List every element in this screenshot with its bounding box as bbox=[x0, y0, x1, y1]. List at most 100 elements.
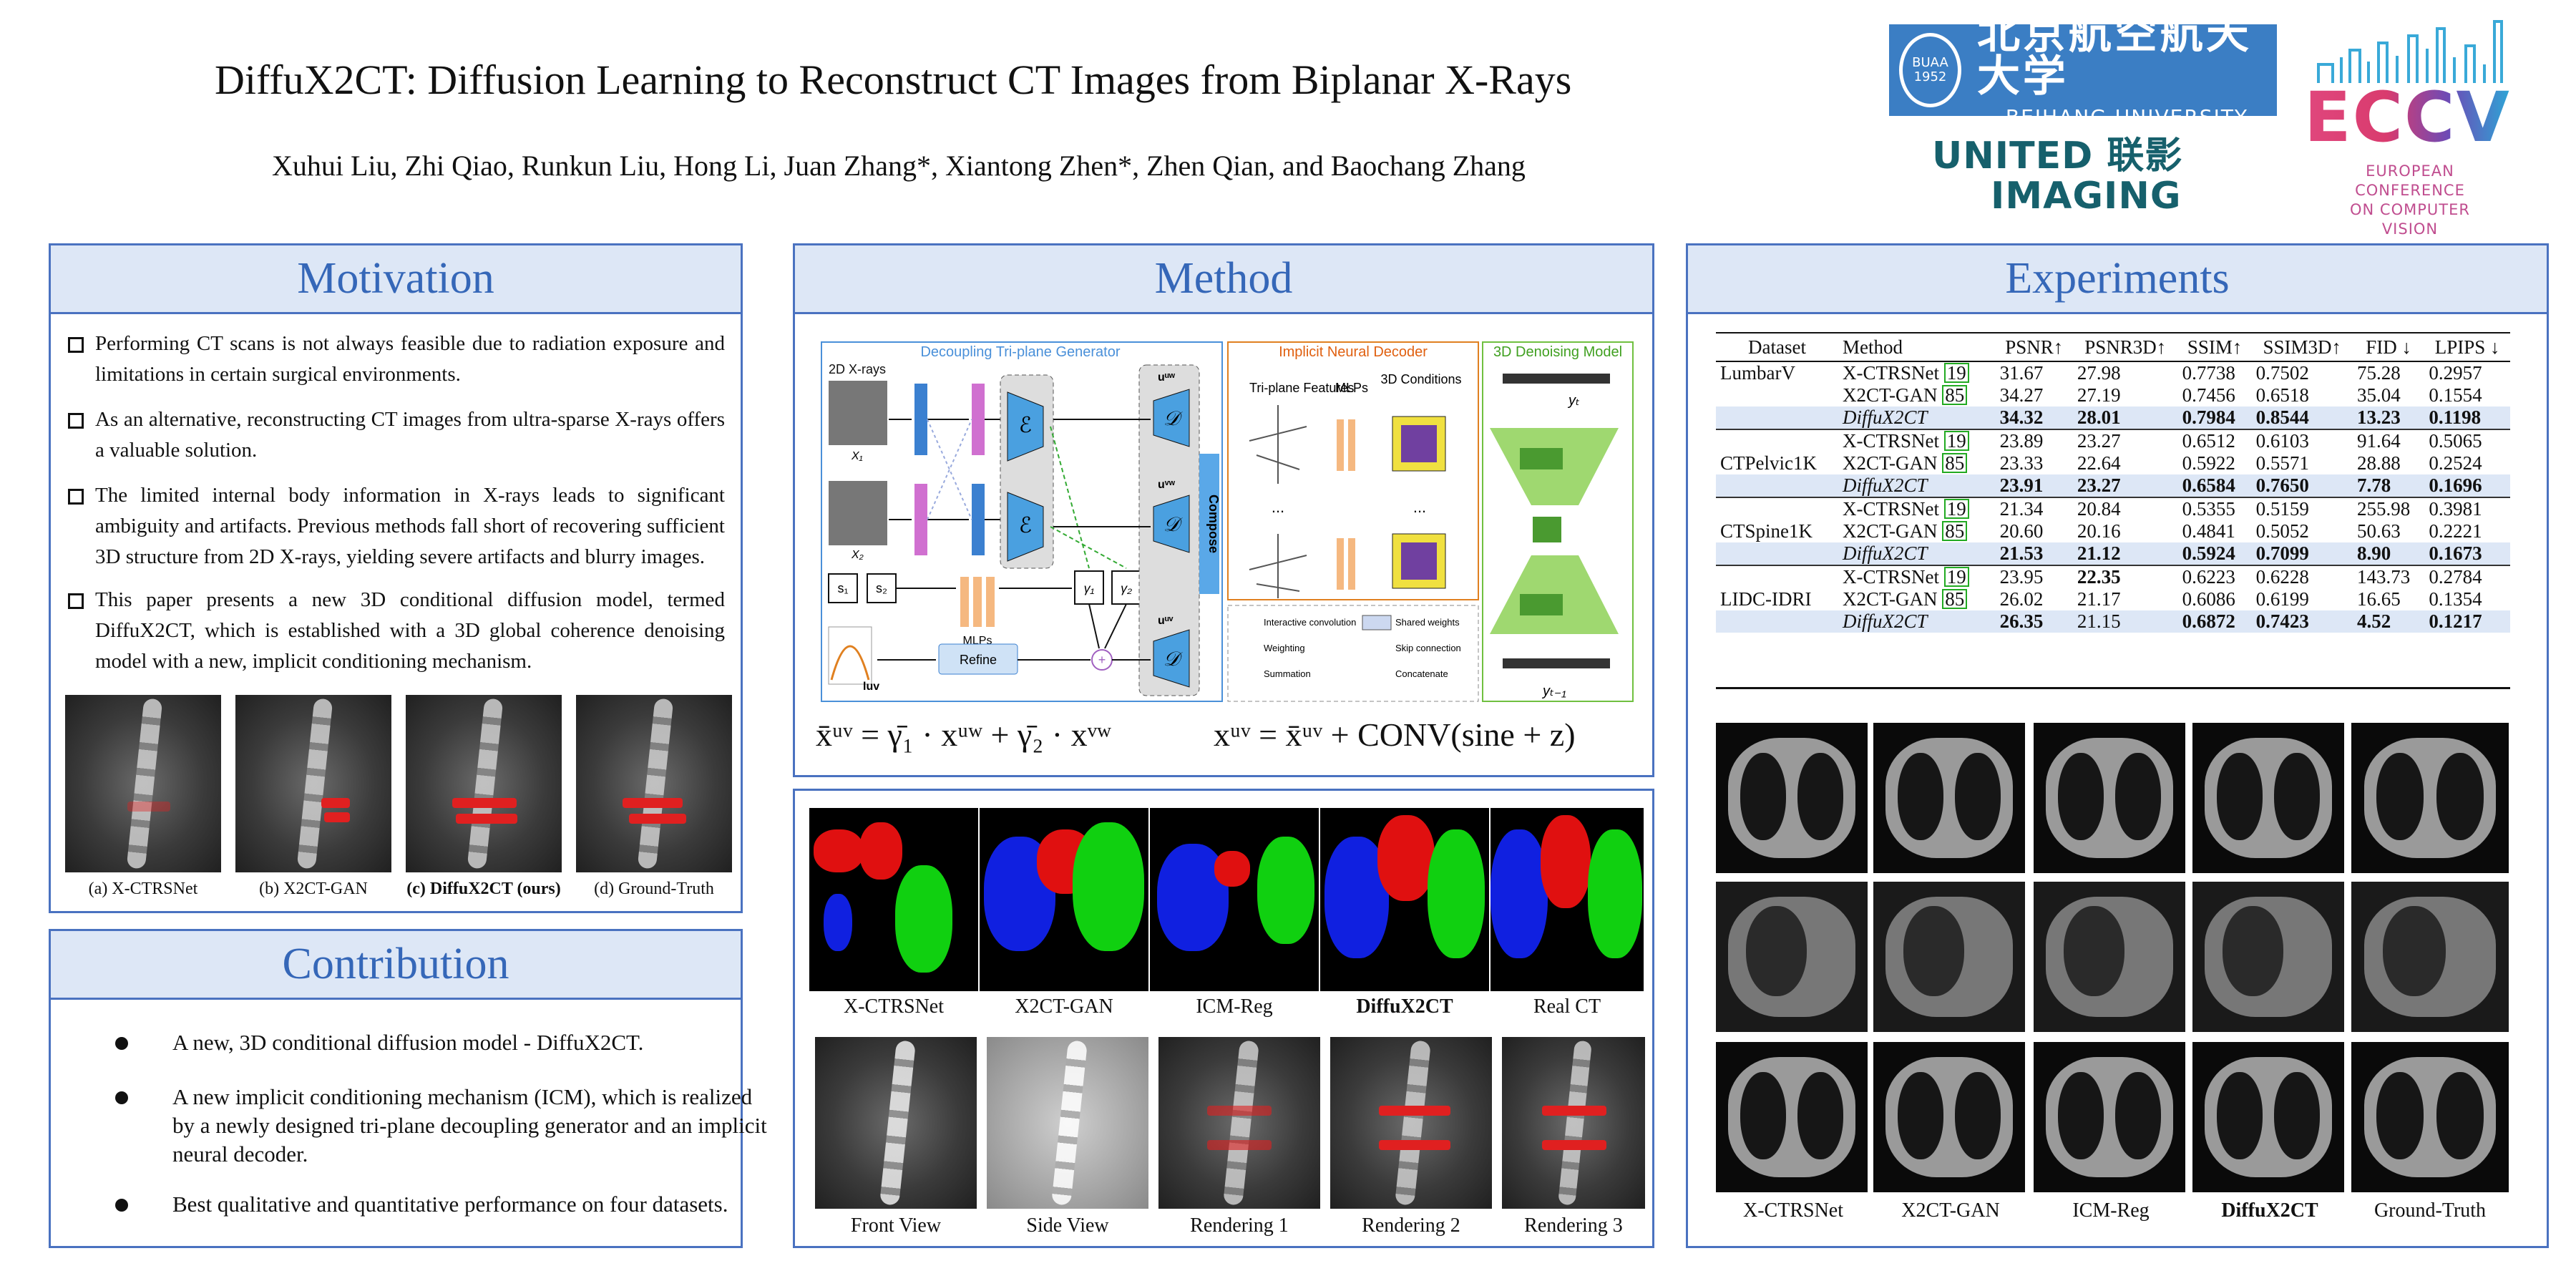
citation-ref: 19 bbox=[1943, 363, 1969, 383]
spine-rendering-3 bbox=[1502, 1037, 1645, 1209]
cell-value: 0.1554 bbox=[2429, 384, 2482, 406]
ct-caption-4: DiffuX2CT bbox=[2221, 1199, 2318, 1222]
cell-value: 0.6518 bbox=[2255, 384, 2309, 406]
cell-value: 0.5159 bbox=[2251, 497, 2353, 520]
ct-slice-tile bbox=[2034, 1042, 2185, 1192]
cell-dataset: LIDC-IDRI bbox=[1720, 588, 1812, 610]
cell-value: 0.5922 bbox=[2182, 452, 2235, 474]
cell-value: 23.89 bbox=[1995, 429, 2073, 452]
svg-text:Concatenate: Concatenate bbox=[1395, 668, 1448, 679]
col-ssim: SSIM↑ bbox=[2187, 336, 2243, 358]
svg-text:s₁: s₁ bbox=[837, 581, 848, 595]
cell-value: 8.90 bbox=[2352, 542, 2425, 565]
cell-method: X-CTRSNet 19 bbox=[1838, 565, 1996, 588]
cell-value: 28.01 bbox=[2072, 406, 2178, 429]
cell-value: 0.2524 bbox=[2429, 452, 2482, 474]
cell-value: 0.7456 bbox=[2182, 384, 2235, 406]
cell-dataset bbox=[1716, 497, 1839, 520]
cell-value: 20.16 bbox=[2077, 520, 2121, 542]
cell-value: 50.63 bbox=[2356, 520, 2401, 542]
citation-ref: 85 bbox=[1942, 453, 1968, 473]
pelvis-render-4 bbox=[1320, 808, 1489, 991]
cell-value: 0.1198 bbox=[2424, 406, 2510, 429]
svg-text:...: ... bbox=[1413, 498, 1426, 516]
svg-text:MLPs: MLPs bbox=[1335, 381, 1368, 395]
cell-value: 0.6103 bbox=[2251, 429, 2353, 452]
cell-value: 23.27 bbox=[2072, 474, 2178, 497]
ct-caption-1: X-CTRSNet bbox=[1743, 1199, 1843, 1222]
spine-rendering-1 bbox=[1158, 1037, 1320, 1209]
spine-caption-1: Front View bbox=[850, 1214, 942, 1237]
method-results-panel: X-CTRSNet X2CT-GAN ICM-Reg DiffuX2CT Rea… bbox=[793, 789, 1654, 1248]
eccv-wordmark: ECCV bbox=[2304, 77, 2511, 157]
cell-value: 35.04 bbox=[2356, 384, 2401, 406]
eccv-logo: ECCV EUROPEAN CONFERENCE ON COMPUTER VIS… bbox=[2304, 14, 2519, 238]
cell-dataset bbox=[1716, 429, 1839, 452]
ct-caption-3: ICM-Reg bbox=[2072, 1199, 2150, 1222]
cell-value: 0.6086 bbox=[2182, 588, 2235, 610]
motivation-heading: Motivation bbox=[51, 245, 741, 314]
cell-method: DiffuX2CT bbox=[1838, 542, 1996, 565]
xray-image-2 bbox=[829, 481, 887, 545]
svg-text:uᵘᵛ: uᵘᵛ bbox=[1158, 615, 1174, 627]
cell-value: 20.60 bbox=[1999, 520, 2044, 542]
cell-value: 0.5571 bbox=[2255, 452, 2309, 474]
cell-value: 0.1217 bbox=[2424, 610, 2510, 633]
cell-value: 0.1696 bbox=[2424, 474, 2510, 497]
citation-ref: 85 bbox=[1942, 385, 1968, 405]
denoise-title: 3D Denoising Model bbox=[1493, 344, 1622, 360]
cell-value: 0.6512 bbox=[2177, 429, 2252, 452]
col-ssim3d: SSIM3D↑ bbox=[2263, 336, 2342, 358]
cell-dataset bbox=[1716, 610, 1839, 633]
cell-value: 0.7099 bbox=[2251, 542, 2353, 565]
svg-text:Skip connection: Skip connection bbox=[1395, 643, 1461, 653]
svg-text:Shared weights: Shared weights bbox=[1395, 617, 1460, 628]
caption-d: (d) Ground-Truth bbox=[594, 880, 714, 898]
svg-text:Tri-plane Features: Tri-plane Features bbox=[1249, 381, 1354, 395]
motivation-bullet-2: As an alternative, reconstructing CT ima… bbox=[68, 404, 725, 466]
united-imaging-logo: UNITED 联影 IMAGING bbox=[1932, 137, 2218, 216]
svg-text:Refine: Refine bbox=[960, 653, 997, 667]
ct-slice-tile bbox=[1873, 723, 2025, 873]
results-table: Dataset Method PSNR↑ PSNR3D↑ SSIM↑ SSIM3… bbox=[1716, 332, 2510, 633]
ct-slice-tile bbox=[1716, 1042, 1868, 1192]
cell-value: 91.64 bbox=[2352, 429, 2425, 452]
cell-method: DiffuX2CT bbox=[1838, 610, 1996, 633]
equation-1: x̄ᵘᵛ = γ̄₁ · xᵘʷ + γ̄₂ · xᵛʷ bbox=[816, 716, 1111, 753]
cell-value: 21.53 bbox=[1995, 542, 2073, 565]
cell-value: 23.27 bbox=[2072, 429, 2178, 452]
svg-text:uᵛʷ: uᵛʷ bbox=[1158, 479, 1176, 491]
ct-slice-tile bbox=[2034, 882, 2185, 1032]
motivation-bullet-1: Performing CT scans is not always feasib… bbox=[68, 328, 725, 390]
cell-value: 27.19 bbox=[2077, 384, 2121, 406]
ct-slice-tile bbox=[2351, 723, 2509, 873]
svg-text:γ₂: γ₂ bbox=[1121, 581, 1132, 595]
cell-method: X2CT-GAN 85 bbox=[1838, 452, 1996, 474]
cell-value: 21.12 bbox=[2072, 542, 2178, 565]
cell-dataset bbox=[1716, 542, 1839, 565]
pelvis-render-3 bbox=[1150, 808, 1319, 991]
experiments-heading: Experiments bbox=[1688, 245, 2547, 314]
ct-slice-tile bbox=[2192, 723, 2344, 873]
cell-value: 34.32 bbox=[1995, 406, 2073, 429]
cell-dataset bbox=[1716, 565, 1839, 588]
svg-text:+: + bbox=[1098, 653, 1106, 667]
motivation-panel: Motivation Performing CT scans is not al… bbox=[49, 243, 743, 913]
method-heading: Method bbox=[795, 245, 1652, 314]
spine-side-view bbox=[987, 1037, 1148, 1209]
cell-value: 0.7984 bbox=[2177, 406, 2252, 429]
cell-method: X-CTRSNet 19 bbox=[1838, 429, 1996, 452]
contribution-bullet-3: Best qualitative and quantitative perfor… bbox=[87, 1190, 774, 1219]
eccv-subtitle: EUROPEAN CONFERENCE ON COMPUTER VISION bbox=[2350, 162, 2470, 238]
cell-value: 0.7738 bbox=[2182, 362, 2235, 384]
caption-c: (c) DiffuX2CT (ours) bbox=[406, 880, 561, 898]
spine-caption-4: Rendering 2 bbox=[1362, 1214, 1460, 1237]
cell-value: 23.33 bbox=[1999, 452, 2044, 474]
cell-value: 20.84 bbox=[2072, 497, 2178, 520]
svg-text:yₜ: yₜ bbox=[1567, 393, 1580, 409]
svg-text:X₁: X₁ bbox=[851, 450, 863, 462]
citation-ref: 19 bbox=[1943, 499, 1969, 519]
spine-front-view bbox=[815, 1037, 977, 1209]
cell-value: 23.91 bbox=[1995, 474, 2073, 497]
